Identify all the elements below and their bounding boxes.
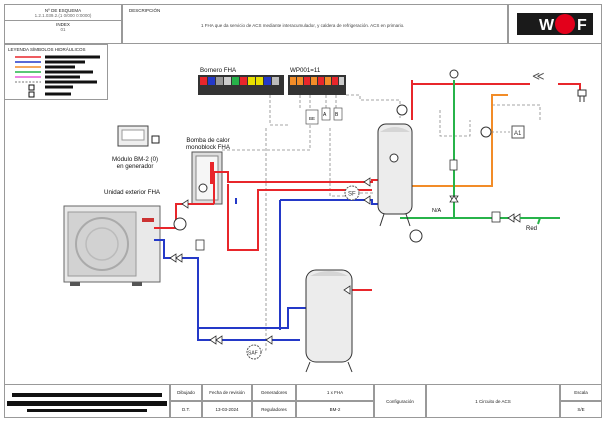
legend-lines	[15, 55, 100, 98]
logo-cell: W F	[508, 4, 602, 44]
valves	[169, 159, 521, 345]
shower-head	[577, 89, 587, 102]
pressure-gauge	[449, 69, 459, 79]
supply-lines	[154, 80, 581, 291]
legend-title: LEYENDA SÍMBOLOS HIDRÁULICOS	[8, 47, 86, 52]
description-label: DESCRIPCIÓN	[129, 8, 161, 13]
cold-water-lines	[400, 80, 560, 219]
be-label: BE	[309, 116, 315, 121]
saf-sensor	[246, 344, 262, 360]
drawn-label: Dibujado	[170, 384, 202, 401]
index-label: INDEX	[5, 20, 121, 27]
sf-label: SF	[348, 192, 356, 198]
scheme-number-value: 1.2.1.039.2.(1 0/000 0:0000)	[34, 13, 92, 18]
scale-value: S/E	[560, 401, 602, 418]
bm2-module-label: Módulo BM-2 (0) en generador	[112, 156, 159, 170]
svg-text:W: W	[539, 17, 555, 34]
heat-pump-label: Bomba de calor monoblock FHA	[186, 137, 231, 151]
index-value: 01	[60, 27, 66, 32]
bm2-module	[117, 125, 160, 147]
sf-sensor	[344, 185, 360, 201]
dhw-tank	[377, 123, 413, 227]
generators-label: Generadores	[252, 384, 296, 401]
legend-box: LEYENDA SÍMBOLOS HIDRÁULICOS	[4, 44, 108, 100]
recirc-pump	[480, 126, 492, 138]
regulators-label: Reguladores	[252, 401, 296, 418]
box-be	[305, 109, 319, 125]
b-label: B	[335, 112, 339, 118]
wp001-label: WP001=11	[290, 67, 321, 74]
a1-label: A1	[514, 131, 522, 137]
buffer-tank	[305, 269, 353, 373]
config-value: 1 Circuito de ACS	[426, 384, 560, 418]
description-text: 1 FHA que da servicio de ACS mediante in…	[201, 23, 405, 28]
date-label: Fecha de revisión	[202, 384, 252, 401]
wolf-logo: W F	[517, 13, 593, 35]
scale-label: Escala	[560, 384, 602, 401]
scheme-number-label: Nº DE ESQUEMA	[44, 8, 82, 13]
pipe-break: ≪	[532, 69, 545, 83]
generators-value: 1 x FHA	[296, 384, 374, 401]
saf-label: SAF	[248, 351, 258, 357]
box-a	[321, 107, 331, 121]
a-label: A	[323, 112, 327, 118]
regulators-value: BM-2	[296, 401, 374, 418]
date-value: 13-03-2024	[202, 401, 252, 418]
terminal-fha-label: Bornero FHA	[200, 67, 237, 74]
scheme-number-cell: Nº DE ESQUEMA 1.2.1.039.2.(1 0/000 0:000…	[4, 4, 122, 44]
red-label: Red	[526, 226, 537, 232]
drawn-value: D.T.	[170, 401, 202, 418]
tank-sensor	[396, 104, 408, 116]
recirculation-lines	[412, 94, 508, 187]
terminal-block-wp001	[288, 75, 346, 95]
config-label: Configuración	[374, 384, 426, 418]
expansion-vessel	[173, 217, 423, 243]
title-block-logo	[4, 384, 170, 418]
terminal-block-fha	[198, 75, 284, 95]
heat-pump-module	[191, 151, 223, 205]
a1-box	[511, 125, 525, 139]
na-label: N/A	[432, 208, 442, 214]
description-cell: DESCRIPCIÓN 1 FHA que da servicio de ACS…	[122, 4, 508, 44]
svg-text:F: F	[577, 17, 587, 34]
box-b	[333, 107, 343, 121]
outdoor-unit	[63, 205, 161, 286]
outdoor-unit-label: Unidad exterior FHA	[104, 189, 161, 196]
